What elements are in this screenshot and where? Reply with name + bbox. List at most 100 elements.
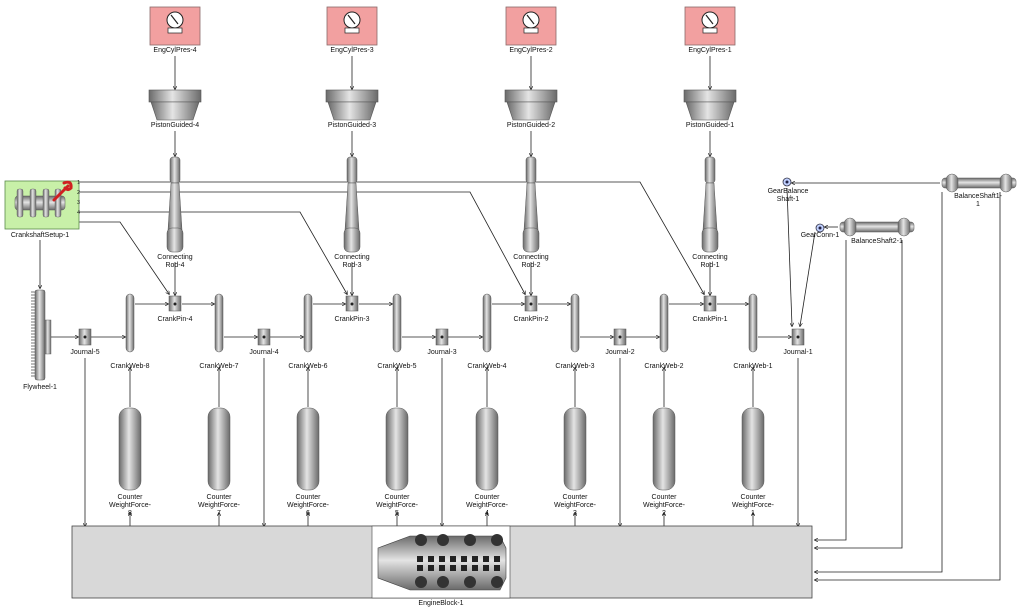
cylinder-bore-icon[interactable] — [415, 576, 427, 588]
cylinder-bore-icon[interactable] — [464, 576, 476, 588]
crank-web-6[interactable] — [303, 293, 313, 353]
counterweight-8[interactable] — [118, 407, 142, 491]
counterweight-6[interactable] — [296, 407, 320, 491]
gauge-needle[interactable] — [705, 14, 714, 25]
connecting-rod-top-3[interactable] — [346, 156, 358, 184]
crank-web-label: CrankWeb-2 — [644, 363, 684, 370]
crank-web-7[interactable] — [214, 293, 224, 353]
journal-dot[interactable] — [618, 335, 622, 339]
connecting-rod-top-4[interactable] — [169, 156, 181, 184]
crank-web-1[interactable] — [748, 293, 758, 353]
crank-pin-dot[interactable] — [350, 302, 354, 306]
counterweight-2[interactable] — [652, 407, 676, 491]
balance-shaft-2[interactable] — [839, 221, 915, 233]
piston-skirt[interactable] — [150, 101, 200, 121]
gauge-base[interactable] — [702, 27, 718, 34]
block-port-icon[interactable] — [439, 556, 445, 562]
gauge-needle[interactable] — [526, 14, 535, 25]
connecting-rod-shank[interactable] — [167, 182, 183, 231]
gauge-base[interactable] — [167, 27, 183, 34]
crank-web-label: CrankWeb-5 — [377, 363, 417, 370]
journal-dot[interactable] — [262, 335, 266, 339]
block-port-icon[interactable] — [483, 556, 489, 562]
block-port-icon[interactable] — [461, 556, 467, 562]
cylinder-bore-icon[interactable] — [464, 534, 476, 546]
connecting-rod-big-end[interactable] — [166, 227, 184, 253]
journal-dot[interactable] — [796, 335, 800, 339]
block-port-icon[interactable] — [428, 556, 434, 562]
balance-shaft-2-lobe[interactable] — [897, 217, 911, 237]
journal-label: Journal-4 — [249, 349, 279, 356]
piston-head-1[interactable] — [683, 89, 737, 103]
cylinder-bore-icon[interactable] — [437, 576, 449, 588]
balance-shaft-2-lobe[interactable] — [843, 217, 857, 237]
crank-web-3[interactable] — [570, 293, 580, 353]
block-port-icon[interactable] — [461, 565, 467, 571]
gear-conn-hub[interactable] — [818, 226, 822, 230]
gauge-base[interactable] — [523, 27, 539, 34]
cylinder-bore-icon[interactable] — [437, 534, 449, 546]
piston-skirt[interactable] — [327, 101, 377, 121]
piston-head-3[interactable] — [325, 89, 379, 103]
block-port-icon[interactable] — [494, 556, 500, 562]
cylinder-bore-icon[interactable] — [491, 534, 503, 546]
counterweight-3[interactable] — [563, 407, 587, 491]
wire-gearconn-journal — [800, 231, 816, 326]
crankshaft-icon[interactable] — [14, 195, 66, 211]
block-port-icon[interactable] — [450, 556, 456, 562]
connecting-rod-shank[interactable] — [523, 182, 539, 231]
connecting-rod-shank[interactable] — [344, 182, 360, 231]
block-port-icon[interactable] — [428, 565, 434, 571]
counterweight-4[interactable] — [475, 407, 499, 491]
block-port-icon[interactable] — [439, 565, 445, 571]
crankshaft-icon-web[interactable] — [16, 188, 24, 218]
counterweight-1[interactable] — [741, 407, 765, 491]
block-port-icon[interactable] — [450, 565, 456, 571]
counterweight-5[interactable] — [385, 407, 409, 491]
flywheel-hub[interactable] — [44, 319, 52, 355]
cylinder-bore-icon[interactable] — [415, 534, 427, 546]
connecting-rod-shank[interactable] — [702, 182, 718, 231]
crank-pin-dot[interactable] — [173, 302, 177, 306]
block-port-icon[interactable] — [472, 556, 478, 562]
gauge-needle[interactable] — [347, 14, 356, 25]
block-port-icon[interactable] — [417, 565, 423, 571]
piston-skirt[interactable] — [506, 101, 556, 121]
journal-dot[interactable] — [83, 335, 87, 339]
crank-web-label: CrankWeb-8 — [110, 363, 150, 370]
crank-web-5[interactable] — [392, 293, 402, 353]
balance-shaft-1-lobe[interactable] — [999, 173, 1013, 193]
counterweight-label: Counter WeightForce- 2 — [643, 494, 685, 517]
crank-web-8[interactable] — [125, 293, 135, 353]
wrench-icon[interactable] — [52, 180, 73, 202]
block-port-icon[interactable] — [483, 565, 489, 571]
crank-web-4[interactable] — [482, 293, 492, 353]
counterweight-label: Counter WeightForce- 3 — [554, 494, 596, 517]
crank-pin-dot[interactable] — [529, 302, 533, 306]
connecting-rod-big-end[interactable] — [343, 227, 361, 253]
flywheel-icon[interactable] — [34, 289, 46, 381]
cylinder-bore-icon[interactable] — [491, 576, 503, 588]
journal-dot[interactable] — [440, 335, 444, 339]
balance-shaft-1[interactable] — [941, 177, 1017, 189]
connecting-rod-top-2[interactable] — [525, 156, 537, 184]
piston-head-4[interactable] — [148, 89, 202, 103]
gauge-needle[interactable] — [170, 14, 179, 25]
counterweight-label: Counter WeightForce- 5 — [376, 494, 418, 517]
piston-head-2[interactable] — [504, 89, 558, 103]
crankshaft-icon-web[interactable] — [42, 188, 50, 218]
balance-shaft-1-lobe[interactable] — [945, 173, 959, 193]
connecting-rod-big-end[interactable] — [701, 227, 719, 253]
gear-balance-hub[interactable] — [785, 180, 789, 184]
block-port-icon[interactable] — [494, 565, 500, 571]
crank-web-2[interactable] — [659, 293, 669, 353]
connecting-rod-big-end[interactable] — [522, 227, 540, 253]
crankshaft-icon-web[interactable] — [29, 188, 37, 218]
gauge-base[interactable] — [344, 27, 360, 34]
connecting-rod-top-1[interactable] — [704, 156, 716, 184]
counterweight-7[interactable] — [207, 407, 231, 491]
block-port-icon[interactable] — [417, 556, 423, 562]
block-port-icon[interactable] — [472, 565, 478, 571]
piston-skirt[interactable] — [685, 101, 735, 121]
crank-pin-dot[interactable] — [708, 302, 712, 306]
